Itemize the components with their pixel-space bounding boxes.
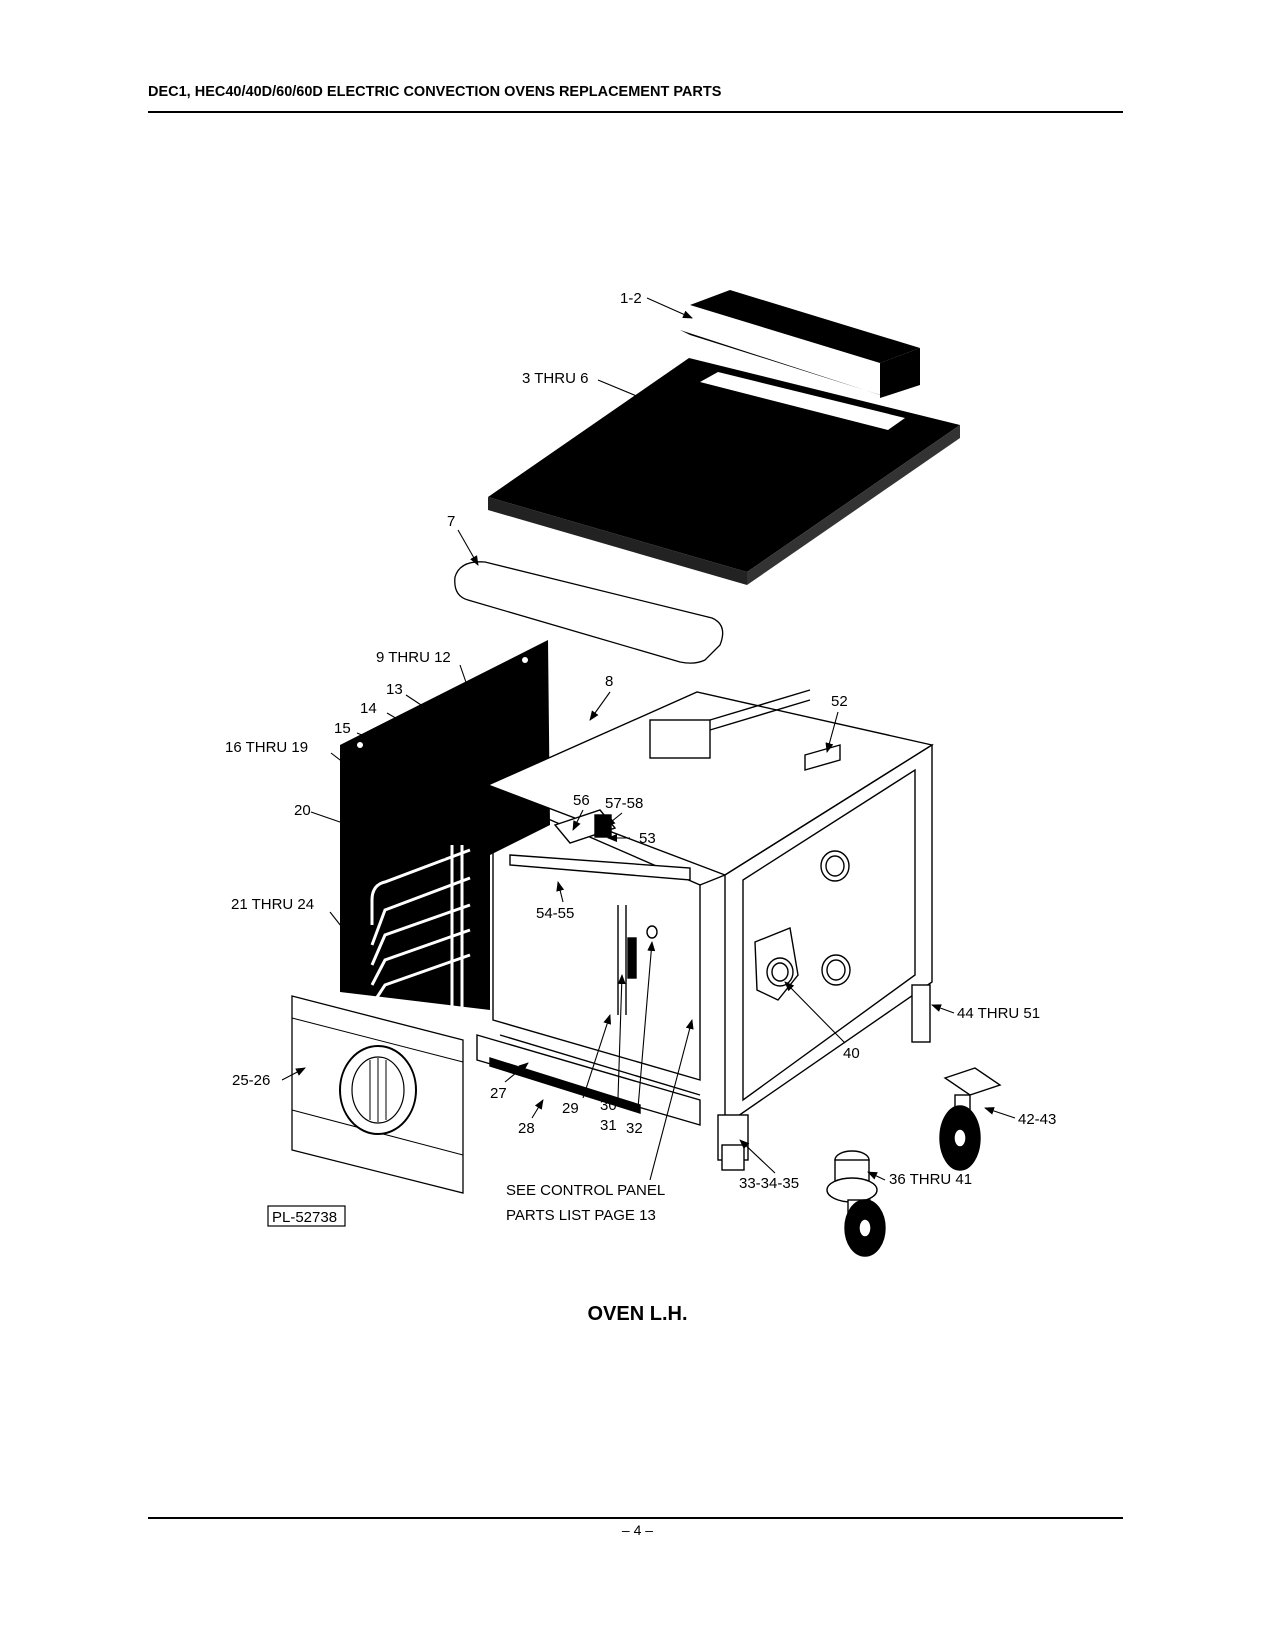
callout-36-thru-41: 36 THRU 41 xyxy=(889,1171,972,1188)
drawing-id-label: PL-52738 xyxy=(272,1209,337,1226)
top-bracket-part xyxy=(680,290,920,398)
callout-32: 32 xyxy=(626,1120,643,1137)
callout-9-thru-12: 9 THRU 12 xyxy=(376,649,451,666)
callout-15: 15 xyxy=(334,720,351,737)
oven-cabinet-frame xyxy=(476,689,934,1171)
footer-rule xyxy=(148,1517,1123,1519)
callout-3-thru-6: 3 THRU 6 xyxy=(522,370,588,387)
top-panel-part xyxy=(488,358,960,585)
control-panel-note-line2: PARTS LIST PAGE 13 xyxy=(506,1207,656,1224)
callout-16-thru-19: 16 THRU 19 xyxy=(225,739,308,756)
front-baffle-part xyxy=(291,995,464,1194)
swivel-caster-part xyxy=(826,1150,886,1257)
front-trim-part xyxy=(454,561,724,664)
callout-56: 56 xyxy=(573,792,590,809)
header-rule xyxy=(148,111,1123,113)
callout-44-thru-51: 44 THRU 51 xyxy=(957,1005,1040,1022)
callout-42-43: 42-43 xyxy=(1018,1111,1056,1128)
callout-40: 40 xyxy=(843,1045,860,1062)
callout-13: 13 xyxy=(386,681,403,698)
callout-1-2: 1-2 xyxy=(620,290,642,307)
callout-31: 31 xyxy=(600,1117,617,1134)
callout-14: 14 xyxy=(360,700,377,717)
callout-52: 52 xyxy=(831,693,848,710)
callout-27: 27 xyxy=(490,1085,507,1102)
callout-8: 8 xyxy=(605,673,613,690)
callout-30: 30 xyxy=(600,1097,617,1114)
rigid-caster-part xyxy=(939,1067,1002,1171)
callout-33-34-35: 33-34-35 xyxy=(739,1175,799,1192)
callout-20: 20 xyxy=(294,802,311,819)
diagram-caption: OVEN L.H. xyxy=(587,1303,688,1325)
side-panel-part xyxy=(340,640,550,1010)
page-number: – 4 – xyxy=(621,1522,654,1538)
callout-57-58: 57-58 xyxy=(605,795,643,812)
callout-21-thru-24: 21 THRU 24 xyxy=(231,896,314,913)
callout-25-26: 25-26 xyxy=(232,1072,270,1089)
callout-53: 53 xyxy=(639,830,656,847)
callout-28: 28 xyxy=(518,1120,535,1137)
control-panel-note-line1: SEE CONTROL PANEL xyxy=(506,1182,665,1199)
callout-54-55: 54-55 xyxy=(536,905,574,922)
callout-29: 29 xyxy=(562,1100,579,1117)
rack-assembly-part xyxy=(370,845,471,1040)
page-header-title: DEC1, HEC40/40D/60/60D ELECTRIC CONVECTI… xyxy=(148,84,722,100)
drawing-id-box: PL-52738 xyxy=(267,1205,346,1227)
callout-7: 7 xyxy=(447,513,455,530)
